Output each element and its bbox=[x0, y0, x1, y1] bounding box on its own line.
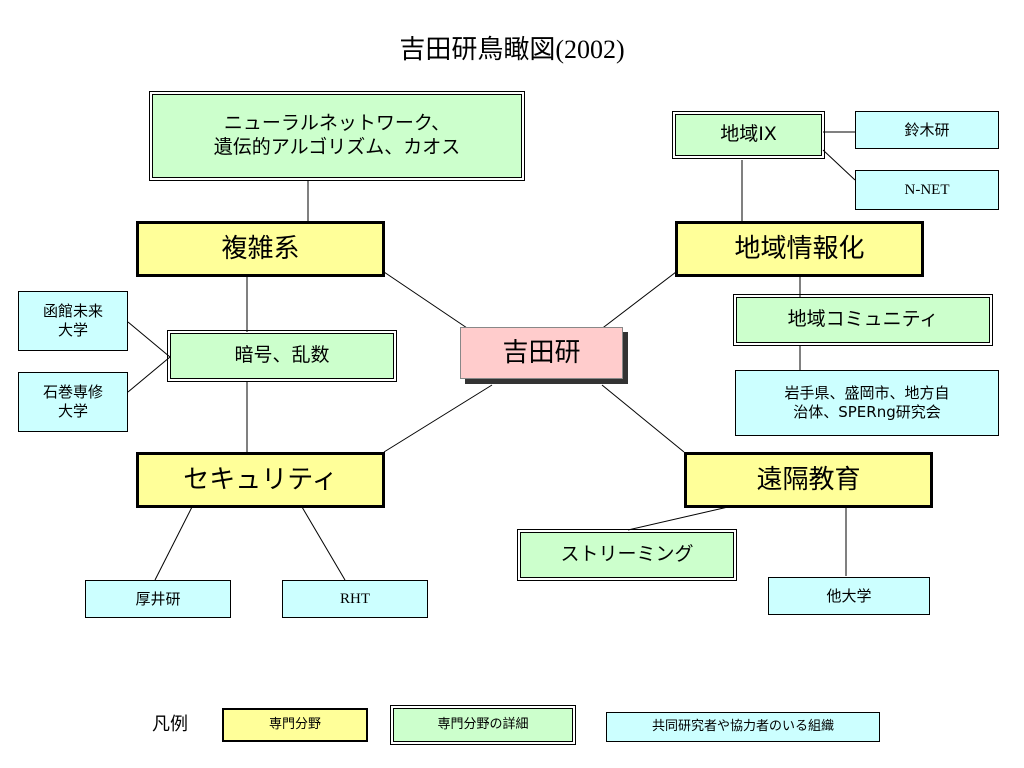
node-neural-genetic-chaos: ニューラルネットワーク、 遺伝的アルゴリズム、カオス bbox=[149, 91, 525, 181]
node-ishinomaki-univ: 石巻専修 大学 bbox=[18, 372, 128, 432]
node-remote-education: 遠隔教育 bbox=[684, 452, 933, 508]
node-complex-systems: 複雑系 bbox=[136, 221, 385, 277]
node-security: セキュリティ bbox=[136, 452, 385, 508]
legend-label: 凡例 bbox=[152, 714, 188, 735]
node-suzuki-lab: 鈴木研 bbox=[855, 111, 999, 149]
node-hakodate-line-2: 大学 bbox=[57, 321, 88, 339]
node-hakodate-univ: 函館未来 大学 bbox=[18, 291, 128, 351]
link-fukuzatsu-center bbox=[383, 271, 471, 331]
link-security-center bbox=[383, 384, 493, 453]
node-neural-line-2: 遺伝的アルゴリズム、カオス bbox=[213, 136, 461, 158]
link-center-enkaku bbox=[601, 384, 685, 453]
link-johoka-center bbox=[599, 271, 677, 331]
node-regional-informatization: 地域情報化 bbox=[675, 221, 924, 277]
link-ix-nnet bbox=[822, 149, 856, 181]
link-ishinomaki-angou bbox=[127, 356, 171, 393]
node-streaming: ストリーミング bbox=[517, 529, 737, 581]
page-title: 吉田研鳥瞰図(2002) bbox=[399, 35, 625, 64]
link-hakodate-angou bbox=[127, 321, 171, 358]
node-iwate-line-1: 岩手県、盛岡市、地方自 bbox=[784, 384, 950, 403]
node-crypto-random: 暗号、乱数 bbox=[167, 330, 397, 382]
node-n-net: N-NET bbox=[855, 170, 999, 210]
link-security-atsui bbox=[154, 506, 193, 581]
node-ishinomaki-line-1: 石巻専修 bbox=[42, 383, 103, 402]
node-iwate-line-2: 治体、SPERng研究会 bbox=[793, 403, 941, 421]
link-security-rht bbox=[301, 506, 346, 581]
node-regional-ix: 地域IX bbox=[672, 111, 825, 159]
node-hakodate-line-1: 函館未来 bbox=[42, 302, 103, 321]
node-neural-line-1: ニューラルネットワーク、 bbox=[223, 112, 451, 135]
legend-field-detail: 専門分野の詳細 bbox=[390, 705, 576, 745]
node-atsui-lab: 厚井研 bbox=[85, 580, 231, 618]
node-rht: RHT bbox=[282, 580, 428, 618]
node-ishinomaki-line-2: 大学 bbox=[57, 402, 88, 420]
node-other-univ: 他大学 bbox=[768, 577, 930, 615]
legend-main-field: 専門分野 bbox=[222, 708, 368, 742]
node-yoshida-lab: 吉田研 bbox=[460, 327, 623, 379]
node-iwate-morioka: 岩手県、盛岡市、地方自 治体、SPERng研究会 bbox=[735, 370, 999, 436]
node-regional-community: 地域コミュニティ bbox=[733, 294, 993, 346]
link-enkaku-streaming bbox=[627, 506, 729, 531]
legend-collaborators: 共同研究者や協力者のいる組織 bbox=[606, 712, 880, 742]
